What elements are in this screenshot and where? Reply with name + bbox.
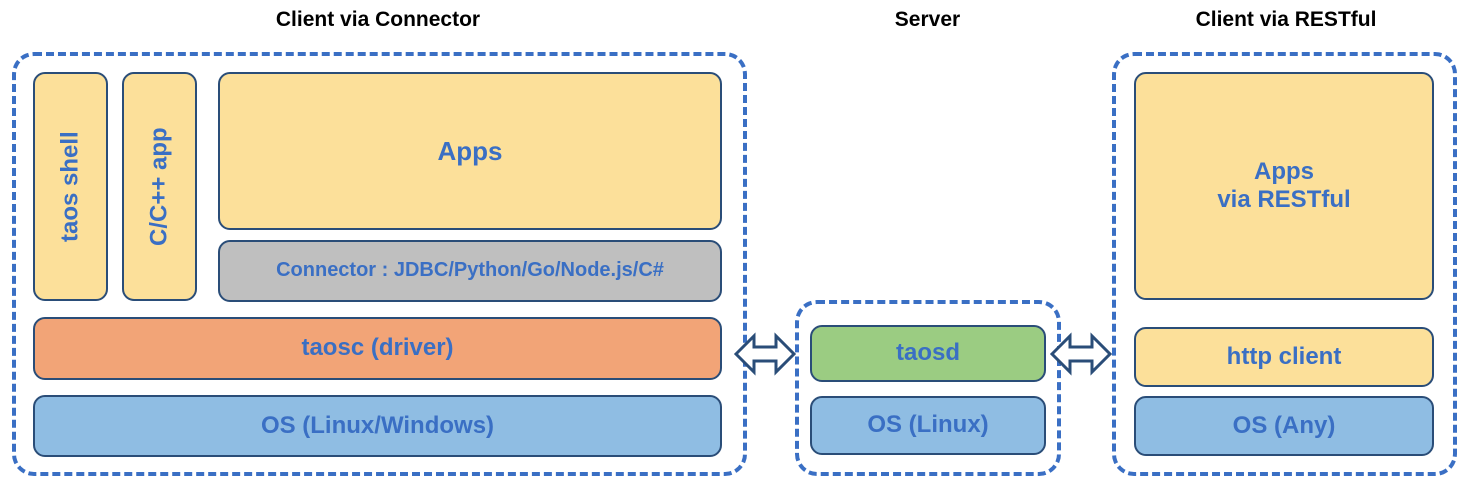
box-connector[interactable]: Connector : JDBC/Python/Go/Node.js/C# [218,240,722,302]
box-apps[interactable]: Apps [218,72,722,230]
group-client-via-connector [12,52,747,476]
box-os-linux-windows[interactable]: OS (Linux/Windows) [33,395,722,457]
double-arrow-connector-to-server [734,328,796,380]
box-os-linux[interactable]: OS (Linux) [810,396,1046,455]
box-taos-shell[interactable]: taos shell [33,72,108,301]
box-taosd[interactable]: taosd [810,325,1046,382]
box-c-cpp-app[interactable]: C/C++ app [122,72,197,301]
group-client-via-restful [1112,52,1457,476]
box-apps-via-restful-line1: Apps [1254,157,1314,185]
section-title-client-connector: Client via Connector [275,8,481,31]
box-http-client[interactable]: http client [1134,327,1434,387]
double-arrow-server-to-restful-client [1050,328,1112,380]
box-apps-via-restful[interactable]: Apps via RESTful [1134,72,1434,300]
box-os-any[interactable]: OS (Any) [1134,396,1434,456]
section-title-server: Server [894,8,961,31]
box-apps-via-restful-line2: via RESTful [1217,186,1351,213]
box-taosc-driver[interactable]: taosc (driver) [33,317,722,380]
section-title-client-restful: Client via RESTful [1195,8,1377,31]
group-server [795,300,1061,476]
